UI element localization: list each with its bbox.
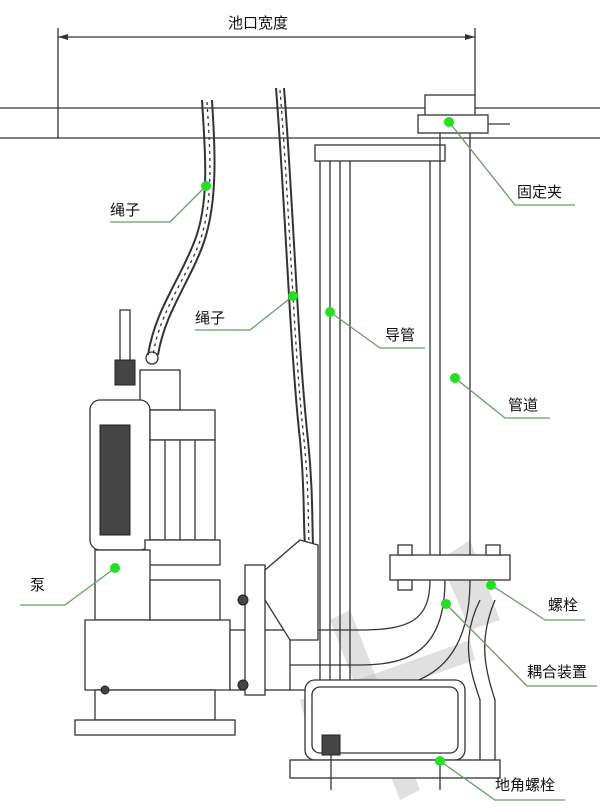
coupling-base-frame bbox=[289, 679, 501, 790]
rope-1 bbox=[147, 99, 216, 356]
label-coupling: 耦合装置 bbox=[527, 663, 587, 681]
guide-rails bbox=[314, 144, 446, 775]
pump-body bbox=[74, 309, 319, 736]
marker-pump bbox=[110, 563, 120, 573]
annotations: 绳子 绳子 导管 固定夹 管道 泵 螺栓 耦合装置 地角螺栓 bbox=[20, 117, 597, 801]
marker-pipeline bbox=[450, 373, 460, 383]
label-anchor-bolt: 地角螺栓 bbox=[495, 776, 555, 794]
label-clamp: 固定夹 bbox=[517, 183, 562, 201]
marker-clamp bbox=[444, 117, 454, 127]
marker-anchor-bolt bbox=[435, 756, 445, 766]
marker-rope-1 bbox=[201, 181, 211, 191]
pit-width-label: 池口宽度 bbox=[228, 14, 288, 32]
marker-guide-pipe bbox=[325, 307, 335, 317]
rope-2 bbox=[275, 87, 314, 546]
label-bolt: 螺栓 bbox=[548, 596, 578, 614]
marker-bolt bbox=[486, 580, 496, 590]
label-pump: 泵 bbox=[30, 576, 45, 594]
label-rope-2: 绳子 bbox=[195, 309, 225, 327]
label-pipeline: 管道 bbox=[508, 396, 538, 414]
pit-width-dimension: 池口宽度 bbox=[57, 14, 476, 138]
marker-rope-2 bbox=[288, 291, 298, 301]
marker-coupling bbox=[441, 599, 451, 609]
discharge-pipe bbox=[290, 94, 511, 770]
label-rope-1: 绳子 bbox=[110, 201, 140, 219]
label-guide-pipe: 导管 bbox=[385, 326, 415, 344]
